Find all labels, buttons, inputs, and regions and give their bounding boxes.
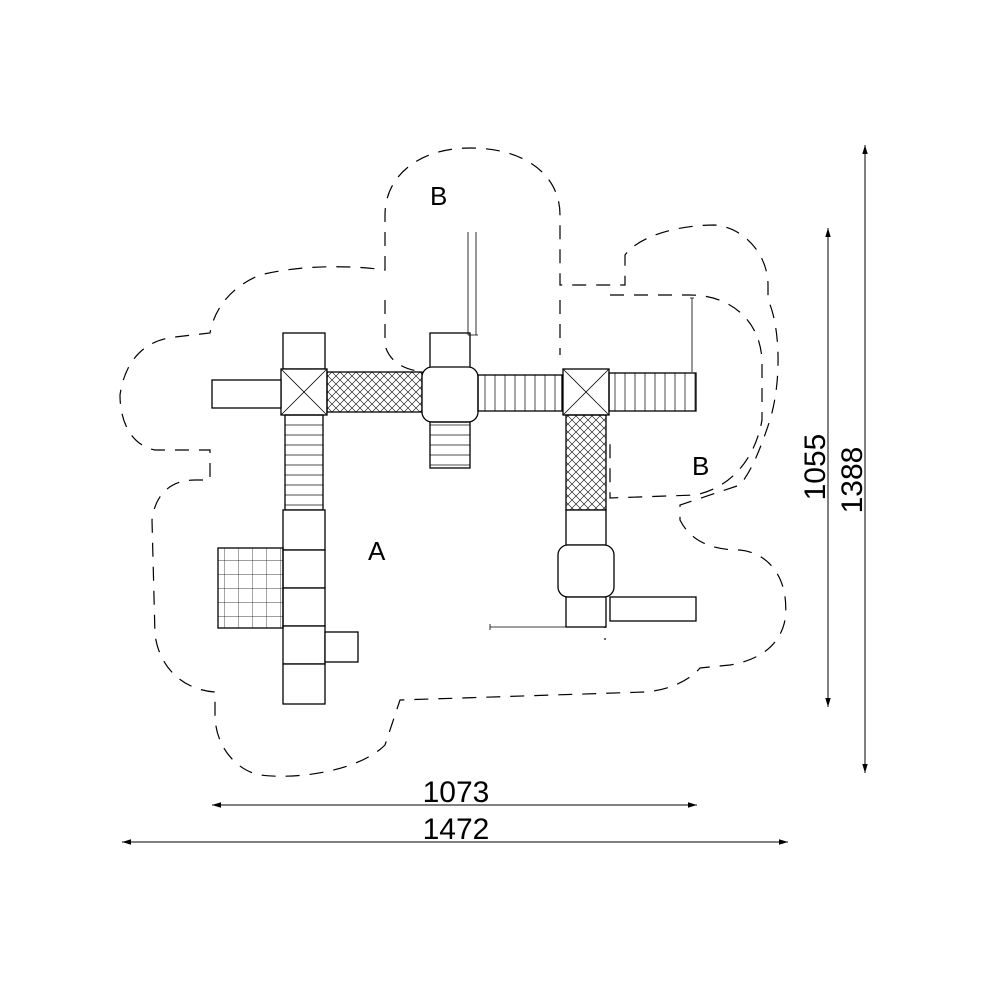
dimension-outer-height: 1388: [836, 145, 869, 773]
svg-text:1472: 1472: [423, 813, 490, 846]
dimension-outer-width: 1472: [122, 813, 788, 846]
svg-text:1055: 1055: [799, 434, 832, 501]
dimension-inner-height: 1055: [799, 228, 832, 707]
top-bridges: [326, 232, 563, 469]
zone-label-a: A: [368, 536, 386, 566]
dimension-inner-width: 1073: [212, 776, 697, 809]
left-tower: [211, 332, 359, 705]
zone-label-b-right: B: [692, 451, 709, 481]
zone-label-b-top: B: [430, 181, 447, 211]
svg-text:1073: 1073: [423, 776, 490, 809]
right-tower: [489, 297, 697, 630]
svg-text:1388: 1388: [836, 447, 869, 514]
